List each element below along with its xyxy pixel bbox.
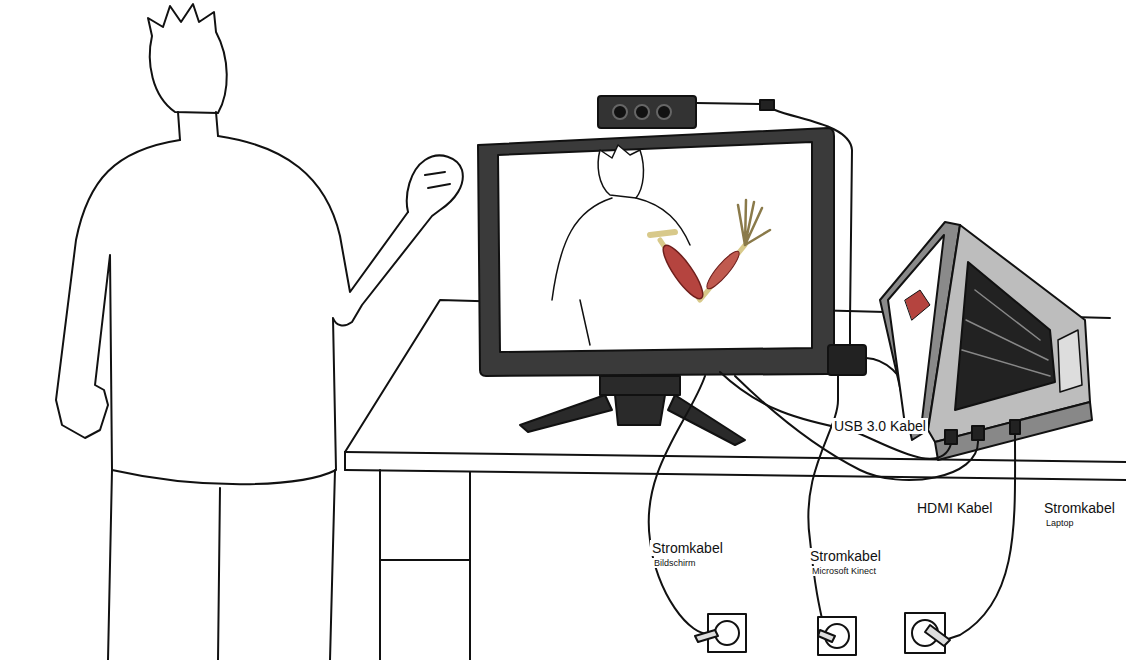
cable-label: HDMI Kabel bbox=[915, 500, 994, 516]
cables bbox=[649, 372, 1015, 640]
cable-label: USB 3.0 Kabel bbox=[832, 418, 928, 434]
person bbox=[56, 4, 463, 660]
cable-label: Stromkabel bbox=[808, 548, 883, 564]
cable-sublabel: Laptop bbox=[1044, 518, 1076, 528]
cable-sublabel: Microsoft Kinect bbox=[810, 566, 878, 576]
cable-label: Stromkabel bbox=[1042, 500, 1117, 516]
wall-sockets bbox=[695, 613, 950, 655]
monitor bbox=[478, 128, 834, 445]
cable-sublabel: Bildschirm bbox=[652, 558, 698, 568]
kinect-sensor bbox=[598, 96, 852, 320]
arm-anatomy bbox=[650, 200, 770, 303]
cable-label: Stromkabel bbox=[650, 540, 725, 556]
